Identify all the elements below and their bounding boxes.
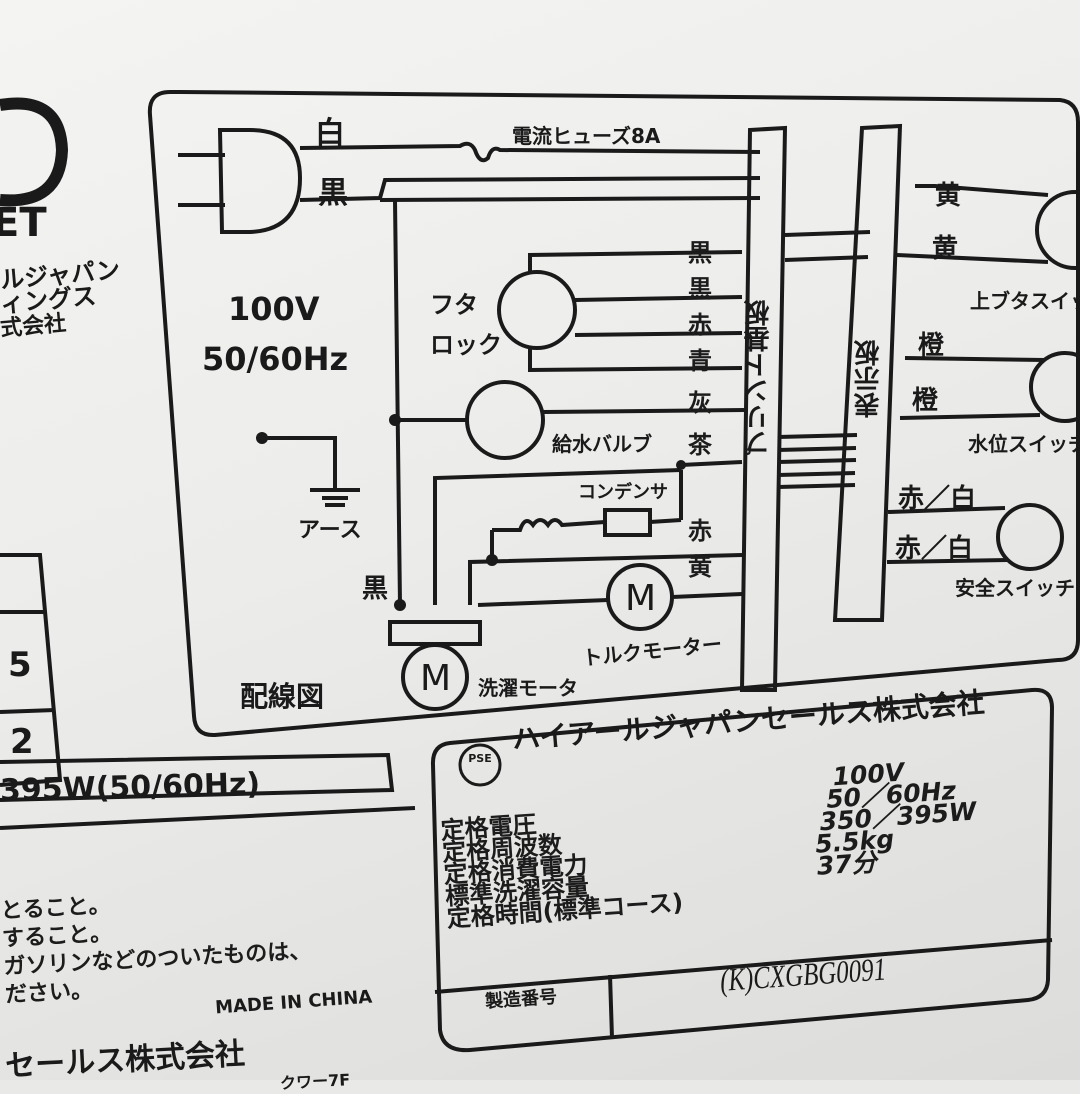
safety-switch-label: 安全スイッチ	[955, 576, 1075, 600]
wire-color: 赤	[688, 311, 712, 339]
torque-motor-symbol: M	[625, 578, 657, 619]
ground-wire-label: 黒	[362, 574, 389, 604]
plug-wire-white-label: 白	[315, 116, 345, 151]
rating-values: 100V 50／60Hz 350／395W 5.5kg 37分	[810, 757, 980, 880]
diagram-title: 配線図	[240, 680, 325, 713]
capacitor-label: コンデンサ	[578, 482, 668, 503]
fuse-label: 電流ヒューズ8A	[512, 124, 661, 148]
display-board-label: 表示板	[854, 340, 884, 418]
pse-mark: PSE	[468, 752, 492, 765]
ground-label: アース	[298, 518, 362, 543]
plug-wire-black-label: 黒	[318, 176, 348, 211]
serial-number-label: 製造番号	[484, 986, 558, 1013]
wire-color: 茶	[688, 431, 712, 459]
wire-color: 黄	[688, 553, 712, 581]
lid-switch-label: 上ブタスイッチ	[970, 289, 1080, 313]
water-valve-label: 給水バルブ	[552, 432, 652, 456]
right-wire-color: 黄	[932, 234, 959, 264]
brand-company-line-3: 式会社	[0, 311, 68, 342]
wire-color: 青	[688, 347, 712, 375]
lid-lock-label-2: ロック	[430, 331, 502, 359]
lid-lock-label-1: フタ	[430, 291, 478, 319]
wash-motor-label: 洗濯モータ	[478, 676, 578, 700]
right-wire-color: 橙	[912, 386, 939, 416]
printed-board-label: プリント基板	[744, 300, 774, 456]
rating-labels: 定格電圧 定格周波数 定格消費電力 標準洗濯容量 定格時間(標準コース)	[440, 803, 684, 932]
wash-motor-symbol: M	[420, 658, 452, 699]
footer-address: クワー7F	[279, 1070, 351, 1093]
water-level-switch-label: 水位スイッチ	[968, 432, 1080, 456]
wire-color: 赤	[688, 517, 712, 545]
brand-logo-letters: ET	[0, 200, 47, 246]
supply-frequency-label: 50/60Hz	[202, 340, 349, 378]
left-table-cell-1: 5	[8, 645, 32, 685]
right-wire-color: 橙	[918, 331, 945, 361]
wire-color: 灰	[688, 389, 712, 417]
right-wire-color: 赤／白	[898, 484, 977, 514]
left-wire-color-list: 黒 黒 赤 青 灰 茶 赤 黄	[688, 235, 724, 585]
warning-text: とること。 すること。 ガソリンなどのついたものは、 ださい。	[0, 882, 313, 1010]
wire-color: 黒	[688, 239, 712, 267]
right-wire-color: 赤／白	[895, 534, 974, 564]
right-wire-color: 黄	[935, 181, 962, 211]
supply-voltage-label: 100V	[228, 290, 320, 328]
power-consumption-row: 395W(50/60Hz)	[0, 766, 261, 809]
wire-color: 黒	[688, 275, 712, 303]
left-table-cell-2: 2	[10, 722, 34, 762]
